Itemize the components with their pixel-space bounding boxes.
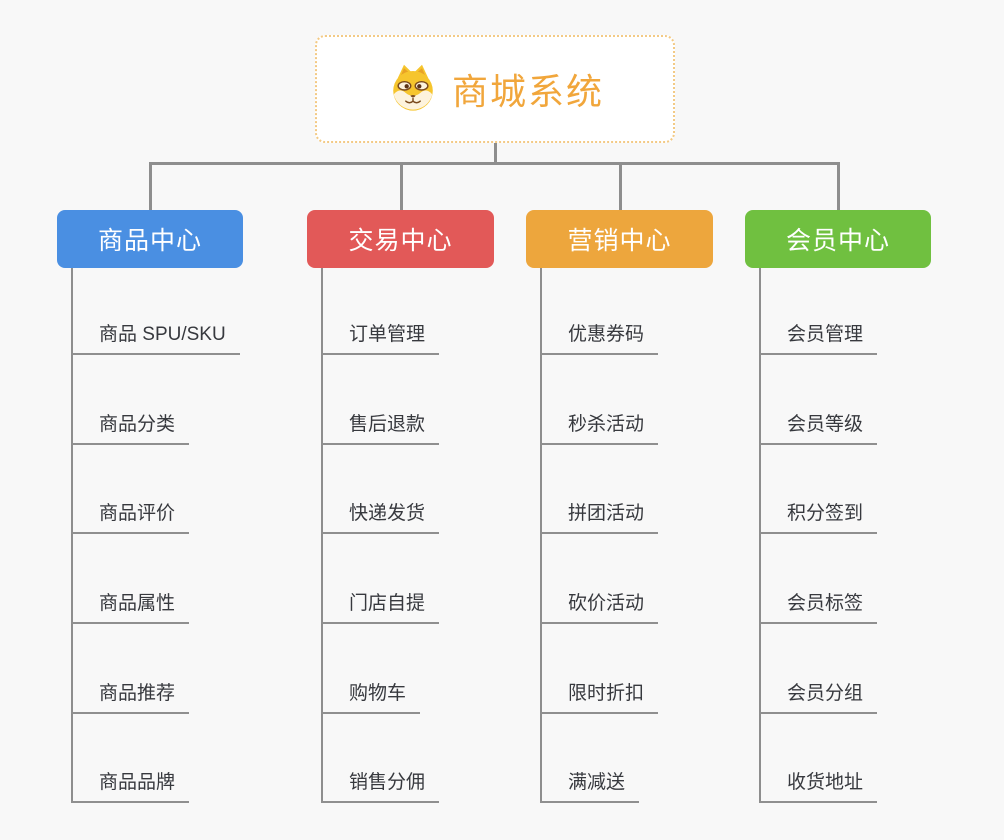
- connector-branch-trunk: [71, 268, 73, 803]
- branch-header-label: 商品中心: [97, 227, 202, 255]
- branch-item[interactable]: 门店自提: [321, 588, 440, 624]
- branch-item[interactable]: 售后退款: [321, 409, 440, 445]
- root-node[interactable]: 商城系统: [315, 35, 675, 143]
- branch-item[interactable]: 会员等级: [759, 409, 878, 445]
- connector-branch-trunk: [540, 268, 542, 803]
- dog-face-icon: [393, 64, 433, 111]
- root-title: 商城系统: [451, 71, 604, 112]
- branch-item[interactable]: 购物车: [321, 678, 421, 714]
- branch-item[interactable]: 积分签到: [759, 498, 878, 534]
- branch-item[interactable]: 秒杀活动: [540, 409, 659, 445]
- branch-item[interactable]: 会员管理: [759, 319, 878, 355]
- branch-item[interactable]: 商品品牌: [71, 767, 190, 803]
- branch-item[interactable]: 商品推荐: [71, 678, 190, 714]
- connector-horizontal-bar: [150, 162, 838, 165]
- branch-item[interactable]: 拼团活动: [540, 498, 659, 534]
- branch-item[interactable]: 满减送: [540, 767, 640, 803]
- branch-header[interactable]: 会员中心: [745, 210, 931, 268]
- branch-item[interactable]: 会员分组: [759, 678, 878, 714]
- connector-branch-drop: [399, 162, 403, 210]
- branch-item[interactable]: 商品 SPU/SKU: [71, 319, 240, 355]
- branch-header-label: 会员中心: [785, 227, 890, 255]
- connector-branch-trunk: [759, 268, 761, 803]
- branch-header[interactable]: 商品中心: [57, 210, 243, 268]
- branch-item[interactable]: 商品分类: [71, 409, 190, 445]
- branch-item[interactable]: 收货地址: [759, 767, 878, 803]
- branch-header-label: 营销中心: [567, 227, 672, 255]
- branch-item[interactable]: 限时折扣: [540, 678, 659, 714]
- branch-item[interactable]: 商品评价: [71, 498, 190, 534]
- branch-item[interactable]: 优惠券码: [540, 319, 659, 355]
- connector-branch-drop: [149, 162, 152, 210]
- branch-item[interactable]: 销售分佣: [321, 767, 440, 803]
- branch-item[interactable]: 订单管理: [321, 319, 440, 355]
- branch-item[interactable]: 快递发货: [321, 498, 440, 534]
- connector-branch-drop: [837, 162, 840, 210]
- branch-item[interactable]: 会员标签: [759, 588, 878, 624]
- branch-header-label: 交易中心: [348, 227, 453, 255]
- connector-branch-trunk: [321, 268, 323, 803]
- connector-root-stem: [494, 143, 497, 165]
- branch-header[interactable]: 交易中心: [307, 210, 494, 268]
- connector-branch-drop: [618, 162, 622, 210]
- branch-item[interactable]: 商品属性: [71, 588, 190, 624]
- branch-header[interactable]: 营销中心: [526, 210, 713, 268]
- branch-item[interactable]: 砍价活动: [540, 588, 659, 624]
